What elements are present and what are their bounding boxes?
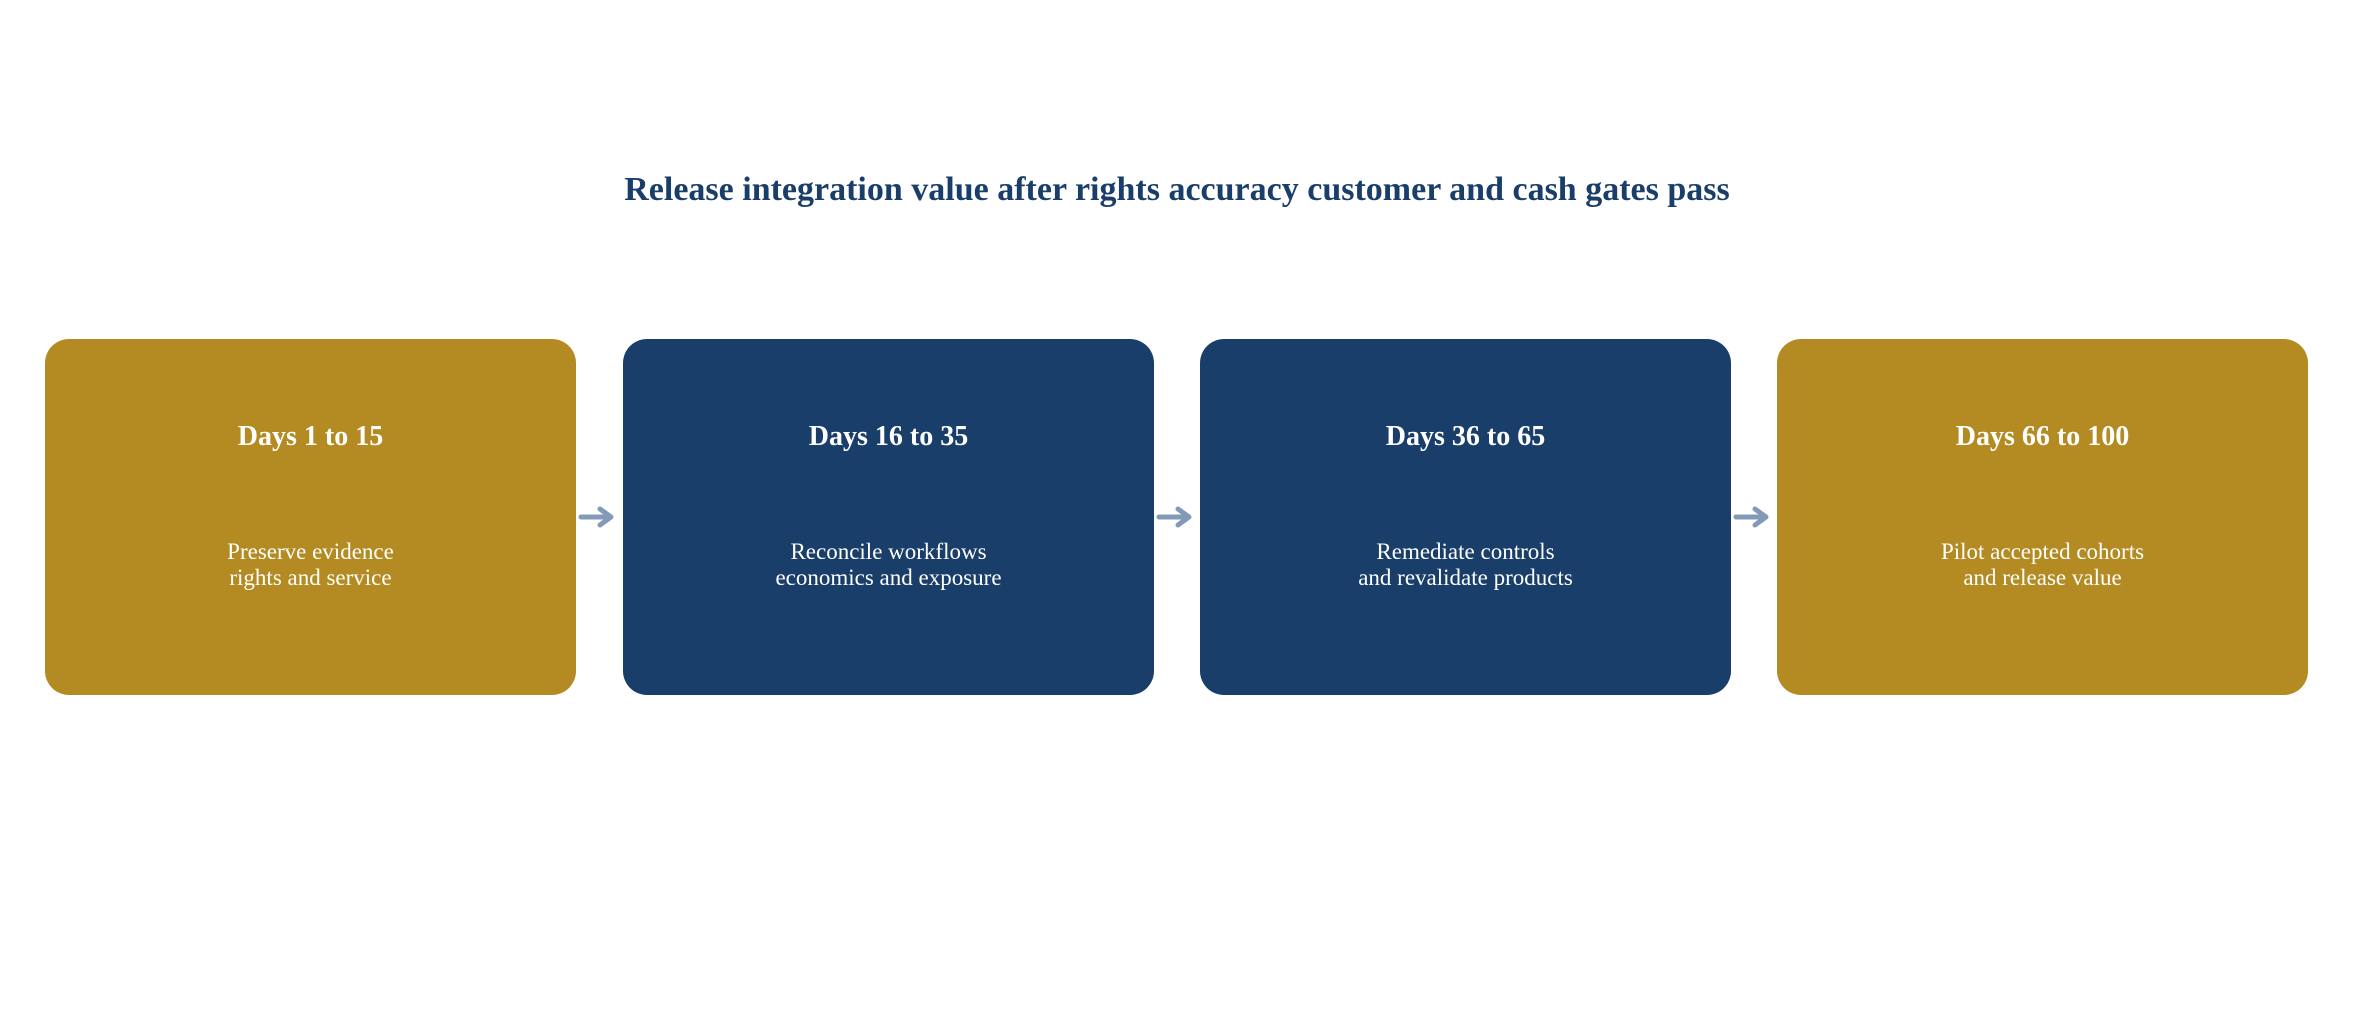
phase-description: Remediate controls and revalidate produc… [1200, 539, 1731, 591]
arrow-right-icon [578, 505, 616, 529]
phase-description: Reconcile workflows economics and exposu… [623, 539, 1154, 591]
diagram-title: Release integration value after rights a… [624, 171, 1730, 208]
phase-description: Pilot accepted cohorts and release value [1777, 539, 2308, 591]
arrow-right-icon [1156, 505, 1194, 529]
arrow-right-icon [1733, 505, 1771, 529]
phase-description: Preserve evidence rights and service [45, 539, 576, 591]
phase-description-line: and release value [1963, 565, 2122, 590]
phase-description-line: economics and exposure [775, 565, 1002, 590]
phase-description-line: Remediate controls [1376, 539, 1555, 564]
phase-description-line: Pilot accepted cohorts [1940, 539, 2145, 564]
phase-description-line: and revalidate products [1358, 565, 1573, 590]
phase-description-line: rights and service [229, 565, 392, 590]
phase-heading: Days 36 to 65 [1385, 421, 1546, 452]
phase-box-3: Days 36 to 65 Remediate controls and rev… [1200, 339, 1731, 695]
phase-description-line: Preserve evidence [227, 539, 394, 564]
phase-box-1: Days 1 to 15 Preserve evidence rights an… [45, 339, 576, 695]
phase-description-line: Reconcile workflows [790, 539, 987, 564]
phase-box-4: Days 66 to 100 Pilot accepted cohorts an… [1777, 339, 2308, 695]
phase-heading: Days 1 to 15 [237, 421, 384, 452]
phase-box-2: Days 16 to 35 Reconcile workflows econom… [623, 339, 1154, 695]
phase-heading: Days 16 to 35 [808, 421, 969, 452]
phase-heading: Days 66 to 100 [1955, 421, 2130, 452]
